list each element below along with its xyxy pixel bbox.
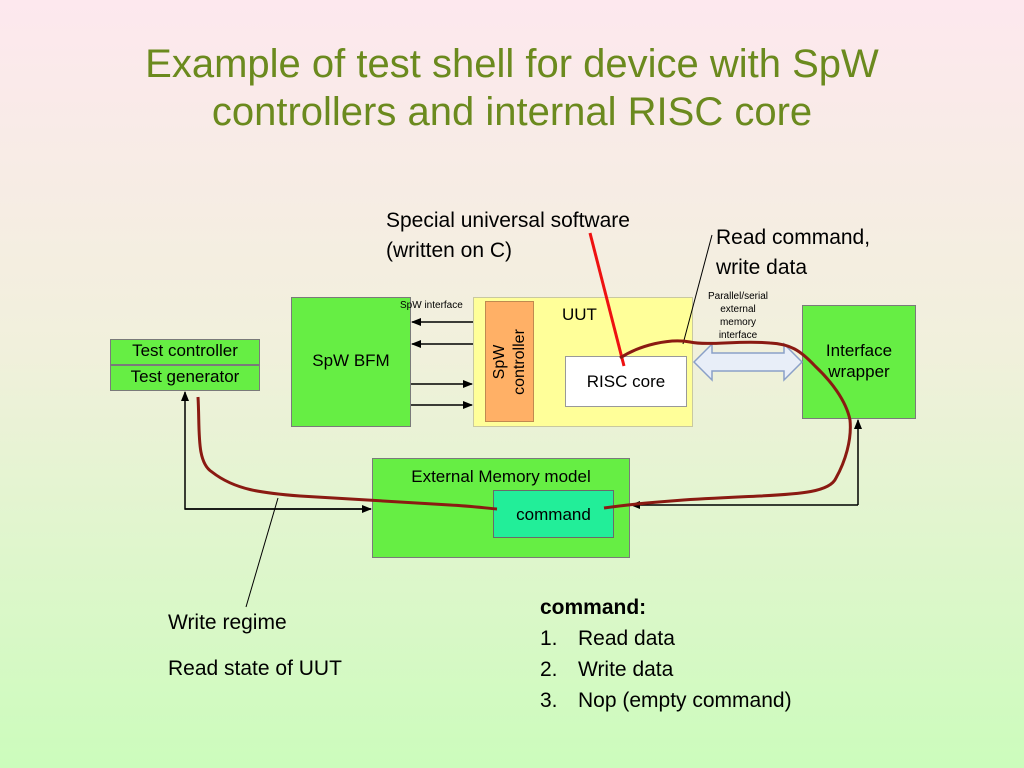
title-line-1: Example of test shell for device with Sp… xyxy=(145,42,879,86)
read-command-callout: Read command, write data xyxy=(716,223,870,283)
external-memory-label: External Memory model xyxy=(411,467,591,486)
command-list-heading: command: xyxy=(540,596,647,619)
command-block: command xyxy=(493,490,614,538)
command-item-text: Write data xyxy=(578,658,674,681)
command-item-number: 2. xyxy=(540,658,558,681)
read-command-callout-line xyxy=(682,234,713,345)
special-software-line-1: Special universal software xyxy=(386,209,630,232)
read-command-line-1: Read command, xyxy=(716,226,871,249)
special-software-line-2: (written on C) xyxy=(386,239,513,262)
special-software-callout: Special universal software (written on C… xyxy=(386,206,630,266)
interface-wrapper-block: Interface wrapper xyxy=(802,305,916,419)
risc-core-block: RISC core xyxy=(565,356,687,407)
spw-bfm-label: SpW BFM xyxy=(312,351,390,370)
command-item-number: 3. xyxy=(540,689,558,712)
write-regime-callout: Write regime xyxy=(168,611,287,634)
interface-wrapper-label: Interface wrapper xyxy=(803,340,915,382)
command-list-item: 1. Read data xyxy=(540,623,792,654)
command-item-text: Read data xyxy=(578,627,675,650)
parallel-interface-line-1: Parallel/serial xyxy=(707,291,769,302)
parallel-interface-line-3: memory xyxy=(719,317,757,328)
command-item-text: Nop (empty command) xyxy=(578,689,792,712)
parallel-interface-line-2: external xyxy=(720,304,756,315)
title-line-2: controllers and internal RISC core xyxy=(211,90,813,134)
interface-wrapper-line-2: wrapper xyxy=(828,362,890,381)
command-list-item: 3. Nop (empty command) xyxy=(540,685,792,716)
test-generator-block: Test generator xyxy=(110,365,260,391)
interface-wrapper-line-1: Interface xyxy=(825,341,893,360)
parallel-interface-label: Parallel/serial external memory interfac… xyxy=(698,290,778,342)
flow-path-left xyxy=(196,396,498,511)
risc-core-label: RISC core xyxy=(586,372,666,391)
command-list-item: 2. Write data xyxy=(540,654,792,685)
write-regime-callout-line xyxy=(245,497,279,608)
parallel-interface-line-4: interface xyxy=(718,330,758,341)
command-item-number: 1. xyxy=(540,627,558,650)
read-state-callout: Read state of UUT xyxy=(168,657,342,680)
test-controller-label: Test controller xyxy=(132,341,238,360)
command-list: command: 1. Read data 2. Write data 3. Nop … xyxy=(540,592,792,716)
test-generator-label: Test generator xyxy=(130,367,240,386)
test-controller-block: Test controller xyxy=(110,339,260,365)
parallel-interface-arrow xyxy=(692,342,804,382)
flow-path-right xyxy=(603,339,852,510)
left-feedback-arrow xyxy=(181,391,371,510)
software-callout-line xyxy=(588,232,626,367)
uut-label: UUT xyxy=(562,305,597,324)
slide-title: Example of test shell for device with Sp… xyxy=(0,40,1024,136)
read-command-line-2: write data xyxy=(716,256,808,279)
spw-controller-block: SpW controller xyxy=(485,301,534,422)
spw-bfm-block: SpW BFM xyxy=(291,297,411,427)
spw-interface-label: SpW interface xyxy=(400,300,463,311)
command-label: command xyxy=(516,505,591,524)
